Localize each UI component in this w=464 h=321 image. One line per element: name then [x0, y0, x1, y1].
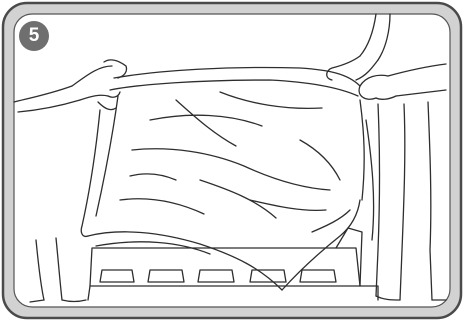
inner-panel: [14, 14, 450, 307]
step-number-badge: 5: [19, 21, 49, 51]
